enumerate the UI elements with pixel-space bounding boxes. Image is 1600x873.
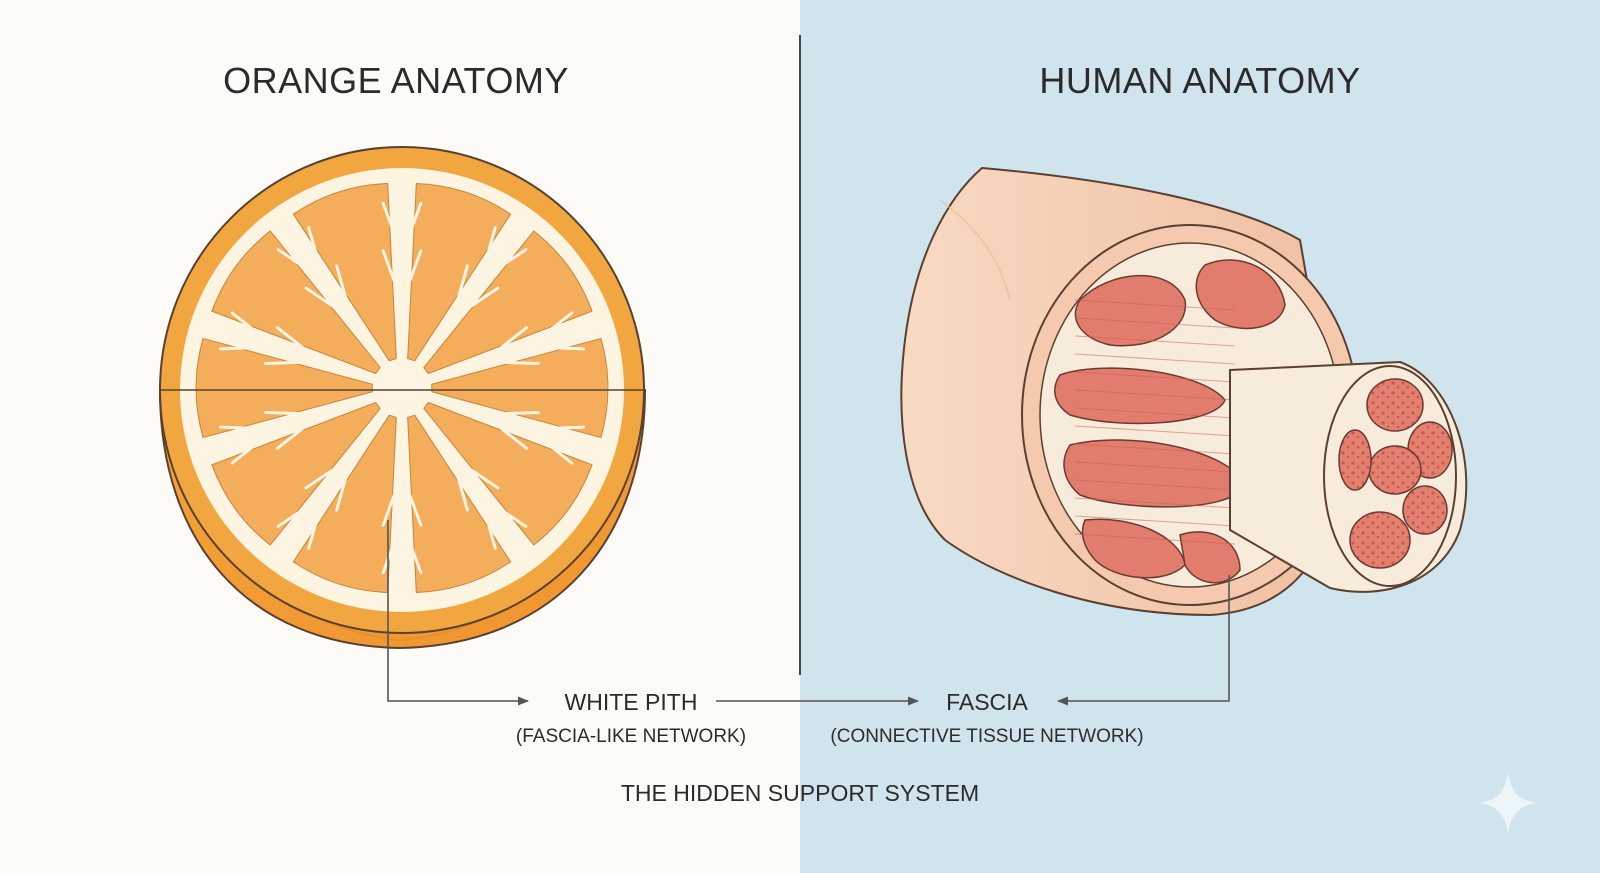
muscle-illustration: [900, 166, 1468, 617]
muscle-bundle: [1179, 531, 1241, 584]
muscle-bundle: [1081, 518, 1186, 579]
orange-pith-branches: [218, 195, 586, 581]
white-pith-label: WHITE PITH: [565, 689, 698, 715]
muscle-fascicle: [1366, 378, 1424, 432]
footer-caption: THE HIDDEN SUPPORT SYSTEM: [621, 780, 979, 806]
muscle-fascicles: [1338, 378, 1453, 569]
muscle-fascicle: [1402, 485, 1448, 535]
fascia-label: FASCIA: [946, 689, 1028, 715]
connector-orange-to-pith: [387, 520, 530, 706]
orange-segment: [407, 182, 512, 362]
muscle-fascicle: [1349, 511, 1411, 569]
left-title: ORANGE ANATOMY: [223, 60, 569, 101]
muscle-fascicle: [1338, 429, 1372, 491]
orange-illustration: [158, 146, 647, 650]
fascia-sublabel: (CONNECTIVE TISSUE NETWORK): [830, 726, 1143, 747]
orange-segment: [211, 230, 381, 375]
orange-segments: [195, 182, 609, 594]
muscle-bundle: [1074, 274, 1187, 347]
orange-segment: [292, 414, 397, 594]
connector-muscle-to-fascia: [1056, 575, 1230, 706]
orange-segment: [423, 401, 593, 546]
muscle-fascicle: [1368, 445, 1422, 495]
muscle-bundle: [1063, 439, 1246, 508]
orange-segment: [431, 337, 609, 439]
white-pith-sublabel: (FASCIA-LIKE NETWORK): [516, 726, 746, 747]
muscle-bundle: [1195, 259, 1286, 330]
sparkle-icon: [1480, 773, 1536, 833]
orange-segment: [292, 182, 397, 362]
connector-lines: [387, 520, 1230, 706]
orange-segment: [407, 414, 512, 594]
orange-segment: [423, 230, 593, 375]
right-title: HUMAN ANATOMY: [1039, 60, 1360, 101]
orange-segment: [195, 337, 373, 439]
muscle-bundles: [1054, 259, 1286, 584]
orange-segment: [211, 401, 381, 546]
